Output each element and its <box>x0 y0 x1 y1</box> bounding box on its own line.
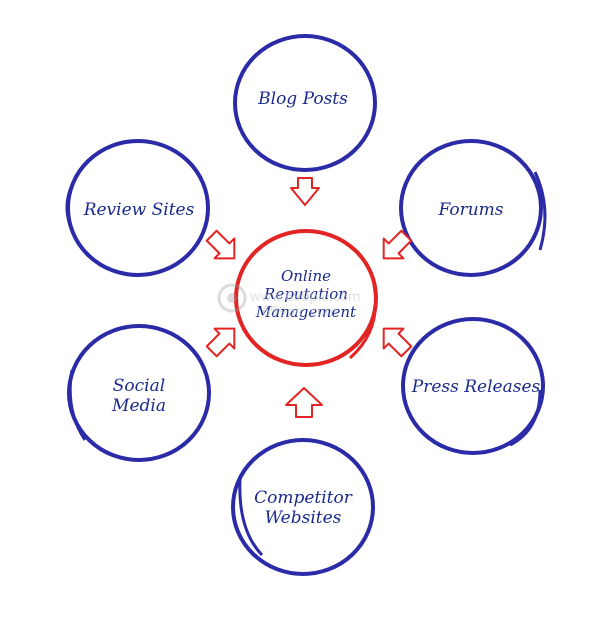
arrows <box>205 177 413 418</box>
node-circle <box>401 317 545 455</box>
node-label-forums: Forums <box>437 200 503 220</box>
node-label-review-sites: Review Sites <box>83 200 195 220</box>
watermark: www.699pic.com 699pic.com <box>217 283 361 320</box>
arrow-from-forums <box>382 229 413 260</box>
node-circle <box>231 438 375 576</box>
stroke-overlap <box>68 369 87 441</box>
center-node: Online Reputation Management <box>234 229 378 367</box>
node-label-social-media-line2: Media <box>111 396 166 416</box>
center-label-line2: Reputation <box>263 285 348 303</box>
node-circle <box>233 34 377 172</box>
stroke-overlap <box>238 479 264 557</box>
node-press-releases: Press Releases <box>401 317 545 455</box>
center-label-line1: Online <box>281 267 331 285</box>
node-review-sites: Review Sites <box>65 139 210 277</box>
stroke-overlap <box>533 171 547 251</box>
node-blog-posts: Blog Posts <box>233 34 377 172</box>
arrow-from-blog-posts <box>290 177 320 206</box>
watermark-text-1: www.699pic.com <box>250 290 361 305</box>
stroke-overlap <box>509 389 542 447</box>
node-label-social-media-line1: Social <box>113 376 165 396</box>
arrow-from-press-releases <box>382 327 413 358</box>
arrow-from-competitor-websites <box>285 387 323 418</box>
watermark-logo-icon <box>217 283 247 313</box>
node-competitor-websites: Competitor Websites <box>231 438 375 576</box>
node-social-media: Social Media <box>67 324 211 462</box>
node-label-press-releases: Press Releases <box>411 377 541 397</box>
node-label-blog-posts: Blog Posts <box>257 89 348 109</box>
arrow-from-social-media <box>205 327 236 358</box>
node-label-competitor-websites-line2: Websites <box>265 508 342 528</box>
node-circle <box>399 139 543 277</box>
arrow-from-review-sites <box>205 229 236 260</box>
node-label-competitor-websites-line1: Competitor <box>254 488 353 508</box>
watermark-text-2: 699pic.com <box>262 305 338 320</box>
node-forums: Forums <box>399 139 547 277</box>
center-stroke-overlap <box>349 284 378 360</box>
stroke-overlap <box>65 189 74 231</box>
center-label-line3: Management <box>255 303 357 321</box>
